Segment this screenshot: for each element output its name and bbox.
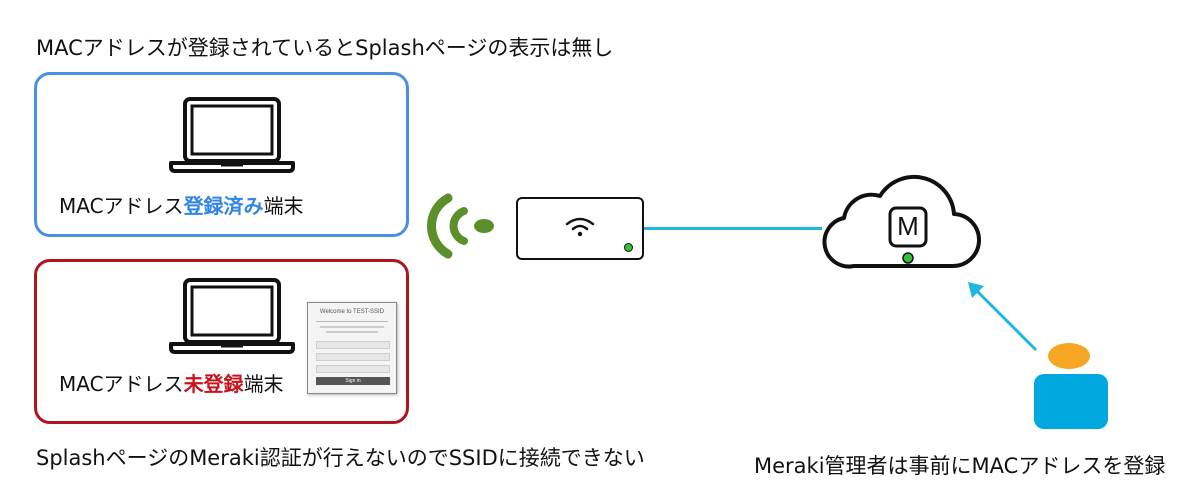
splash-page-title: Welcome to TEST-SSID bbox=[319, 309, 385, 315]
meraki-cloud-icon: M bbox=[822, 174, 981, 269]
bottom-left-caption: SplashページのMeraki認証が行えないのでSSIDに接続できない bbox=[36, 446, 645, 470]
unregistered-terminal-label: MACアドレス未登録端末 bbox=[59, 368, 284, 397]
splash-divider bbox=[316, 321, 388, 322]
admin-body bbox=[1034, 374, 1108, 429]
terminal-label-suffix: 端末 bbox=[263, 194, 304, 218]
splash-sign-in-button: Sign in bbox=[316, 377, 390, 385]
ap-cloud-link-line bbox=[644, 227, 822, 230]
splash-text-line bbox=[320, 326, 384, 328]
wifi-icon bbox=[565, 217, 595, 237]
access-point bbox=[516, 197, 644, 260]
splash-input-field bbox=[316, 341, 390, 349]
laptop-icon bbox=[169, 278, 295, 354]
terminal-label-suffix: 端末 bbox=[243, 372, 284, 396]
registered-status-text: 登録済み bbox=[183, 194, 264, 218]
registered-terminal-label: MACアドレス登録済み端末 bbox=[59, 190, 304, 219]
status-led bbox=[624, 243, 633, 252]
unregistered-terminal-box: MACアドレス未登録端末 Welcome to TEST-SSID Sign i… bbox=[34, 259, 409, 424]
bottom-right-caption: Meraki管理者は事前にMACアドレスを登録 bbox=[754, 454, 1166, 478]
splash-text-line bbox=[326, 331, 378, 333]
splash-input-field bbox=[316, 365, 390, 373]
unregistered-status-text: 未登録 bbox=[183, 372, 244, 396]
cloud-logo-letter: M bbox=[897, 211, 919, 241]
terminal-label-prefix: MACアドレス bbox=[59, 372, 184, 396]
admin-registration-arrow bbox=[968, 282, 1038, 352]
registered-terminal-box: MACアドレス登録済み端末 bbox=[34, 72, 409, 237]
wifi-signal-icon bbox=[427, 193, 494, 259]
laptop-icon bbox=[169, 97, 295, 173]
top-caption: MACアドレスが登録されているとSplashページの表示は無し bbox=[36, 36, 614, 60]
splash-input-field bbox=[316, 353, 390, 361]
admin-head bbox=[1048, 343, 1090, 369]
terminal-label-prefix: MACアドレス bbox=[59, 194, 184, 218]
splash-page-thumbnail: Welcome to TEST-SSID Sign in bbox=[307, 302, 397, 394]
